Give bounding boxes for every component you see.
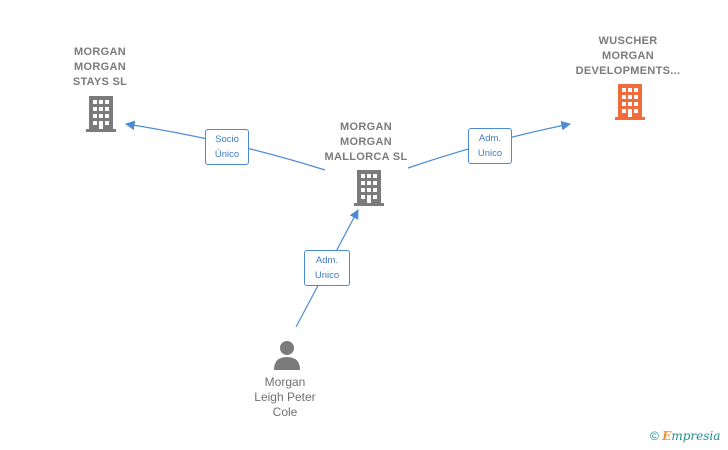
building-icon[interactable] xyxy=(354,170,384,206)
node-label-wuscher[interactable]: WUSCHER MORGAN DEVELOPMENTS... xyxy=(575,35,681,77)
person-icon[interactable] xyxy=(272,340,302,370)
copyright-symbol: © xyxy=(650,429,659,443)
brand-name: mpresia xyxy=(671,429,721,443)
empresia-logo[interactable]: © Empresia xyxy=(650,429,720,443)
edge-label-adm-unico-wuscher: Adm. Unico xyxy=(468,128,512,164)
node-label-person[interactable]: Morgan Leigh Peter Cole xyxy=(254,375,316,419)
node-label-stays[interactable]: MORGAN MORGAN STAYS SL xyxy=(72,46,128,88)
edge-label-socio-unico: Socio Único xyxy=(205,129,249,165)
building-icon[interactable] xyxy=(86,96,116,132)
node-label-mallorca[interactable]: MORGAN MORGAN MALLORCA SL xyxy=(324,121,408,163)
brand-initial: E xyxy=(662,429,672,443)
edge-label-adm-unico-person: Adm. Unico xyxy=(304,250,350,286)
building-icon[interactable] xyxy=(615,84,645,120)
